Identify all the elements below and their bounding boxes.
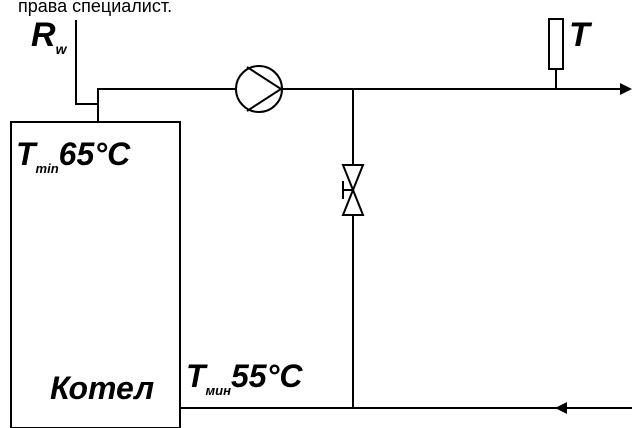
tmin-bottom-value: 55°C: [231, 358, 303, 394]
arrow-left-icon: [555, 402, 567, 414]
tmin-top-sub: min: [36, 161, 59, 176]
boiler-body: [10, 121, 181, 428]
tmin-top-main: T: [16, 136, 38, 172]
valve-icon: [341, 164, 365, 216]
tmin-bottom-main: T: [186, 358, 208, 394]
supply-outlet-pipe: [97, 88, 236, 122]
tmin-bottom-label: Tмин55°C: [186, 358, 303, 398]
rw-connection-line: [75, 20, 98, 105]
top-caption: права специалист.: [18, 0, 172, 16]
temperature-sensor-label: T: [569, 16, 593, 54]
arrow-right-icon: [620, 83, 632, 95]
pump-icon: [235, 65, 283, 113]
boiler-label: Котел: [50, 370, 154, 406]
rw-label-main: R: [31, 16, 56, 54]
tmin-bottom-sub: мин: [206, 383, 232, 398]
tmin-top-label: Tmin65°C: [16, 136, 131, 176]
rw-label: Rw: [31, 16, 68, 57]
tmin-top-value: 65°C: [59, 136, 131, 172]
rw-label-sub: w: [56, 41, 68, 57]
temperature-sensor-icon: [548, 18, 564, 89]
